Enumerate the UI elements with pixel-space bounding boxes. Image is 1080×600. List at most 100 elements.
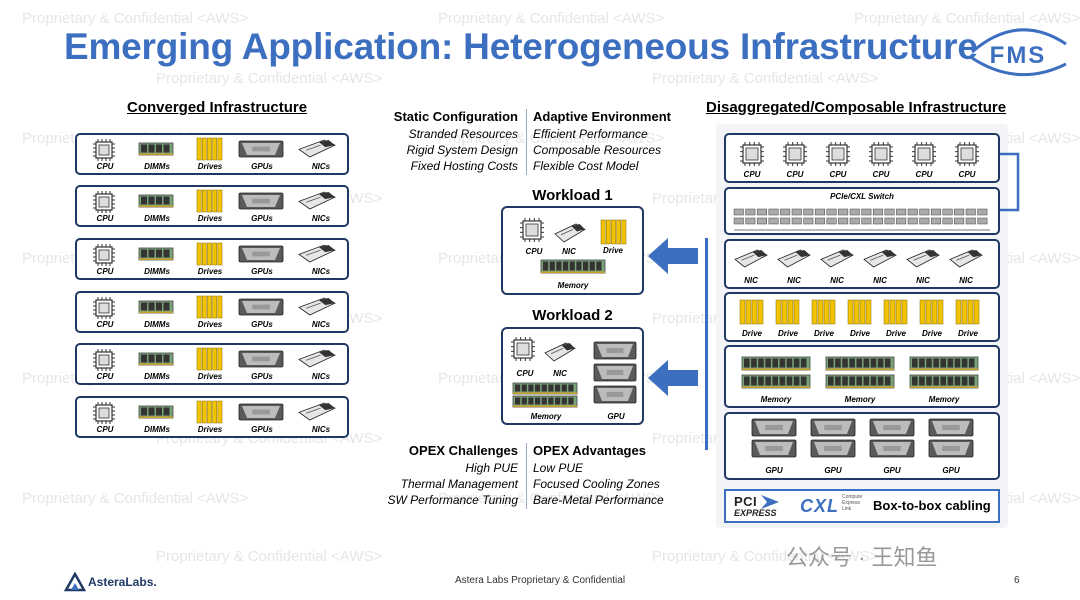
w2-memory-label: Memory (530, 412, 562, 421)
cpu-icon (93, 349, 115, 371)
memory-dimm-icon (825, 356, 895, 371)
gpu-icon (751, 439, 797, 458)
nic-icon (298, 139, 336, 158)
memory-dimm-icon (741, 356, 811, 371)
switch-port-icon (791, 217, 802, 225)
converged-label-dimms: DIMMs (144, 372, 170, 381)
drive-icon (883, 299, 908, 325)
gpu-icon (593, 363, 637, 382)
switch-port-icon (768, 217, 779, 225)
pool-drive-label: Drive (741, 329, 762, 338)
converged-label-nics: NICs (311, 267, 331, 276)
watermark-text: Proprietary & Confidential <AWS> (854, 10, 1080, 27)
memory-dimm-icon (138, 352, 174, 366)
converged-label-drives: Drives (197, 425, 223, 434)
converged-label-gpus: GPUs (251, 425, 273, 434)
gpu-icon (869, 418, 915, 437)
pci-express-logo-sub: EXPRESS (734, 508, 777, 518)
nic-icon (777, 249, 811, 268)
opex-advantage-item: Bare-Metal Performance (533, 493, 664, 507)
converged-label-dimms: DIMMs (144, 267, 170, 276)
arrow-left-icon (648, 360, 698, 396)
converged-label-dimms: DIMMs (144, 320, 170, 329)
converged-label-dimms: DIMMs (144, 214, 170, 223)
asteralabs-text: AsteraLabs. (88, 575, 157, 589)
switch-port-icon (780, 208, 791, 216)
nic-icon (906, 249, 940, 268)
pool-nic-label: NIC (744, 276, 758, 285)
nic-icon (298, 349, 336, 368)
watermark-text: Proprietary & Confidential <AWS> (652, 70, 879, 87)
opex-advantage-item: Focused Cooling Zones (533, 477, 660, 491)
memory-dimm-icon (512, 395, 578, 408)
page-number: 6 (1014, 575, 1020, 586)
pool-cpu-label: CPU (743, 170, 761, 179)
switch-port-icon (954, 217, 965, 225)
switch-port-icon (872, 217, 883, 225)
watermark-text: Proprietary & Confidential <AWS> (156, 70, 383, 87)
fms-logo-text: FMS (990, 42, 1047, 69)
cabling-label: Box-to-box cabling (873, 498, 991, 513)
converged-label-dimms: DIMMs (144, 162, 170, 171)
nic-icon (298, 244, 336, 263)
pool-drive-label: Drive (849, 329, 870, 338)
switch-port-icon (977, 217, 988, 225)
pool-drive-label: Drive (885, 329, 906, 338)
switch-port-icon (977, 208, 988, 216)
cpu-icon (783, 142, 807, 166)
opex-challenge-item: High PUE (465, 461, 518, 475)
cpu-icon (955, 142, 979, 166)
nic-icon (544, 342, 576, 362)
pool-cpu-label: CPU (786, 170, 804, 179)
cpu-icon (869, 142, 893, 166)
pool-drive-label: Drive (813, 329, 834, 338)
drive-icon (196, 347, 223, 371)
watermark-text: Proprietary & Confidential <AWS> (652, 548, 879, 565)
switch-port-icon (965, 208, 976, 216)
converged-label-cpu: CPU (96, 320, 114, 329)
gpu-icon (238, 350, 284, 368)
nic-icon (298, 297, 336, 316)
switch-port-icon (872, 208, 883, 216)
memory-dimm-icon (512, 382, 578, 395)
switch-port-icon (756, 217, 767, 225)
converged-label-cpu: CPU (96, 162, 114, 171)
arrow-left-icon (648, 238, 698, 274)
cpu-icon (520, 218, 544, 242)
switch-box: PCIe/CXL Switch (724, 187, 1000, 235)
nic-icon (820, 249, 854, 268)
connector-line (705, 238, 708, 450)
gpu-icon (751, 418, 797, 437)
switch-port-icon (884, 208, 895, 216)
converged-label-gpus: GPUs (251, 320, 273, 329)
cpu-icon (93, 402, 115, 424)
switch-port-icon (907, 217, 918, 225)
converged-label-dimms: DIMMs (144, 425, 170, 434)
connector-line (998, 152, 1020, 212)
converged-label-cpu: CPU (96, 214, 114, 223)
switch-port-icon (930, 217, 941, 225)
pool-cpu-label: CPU (958, 170, 976, 179)
gpu-icon (593, 341, 637, 360)
switch-port-icon (896, 208, 907, 216)
memory-dimm-icon (909, 356, 979, 371)
converged-label-cpu: CPU (96, 372, 114, 381)
pool-gpu-label: GPU (824, 466, 842, 475)
memory-dimm-icon (138, 194, 174, 208)
opex-divider (526, 443, 527, 509)
switch-port-icon (838, 217, 849, 225)
memory-dimm-icon (138, 142, 174, 156)
switch-port-icon (745, 217, 756, 225)
switch-port-icon (965, 217, 976, 225)
pool-memory-label: Memory (928, 395, 960, 404)
slide-title: Emerging Application: Heterogeneous Infr… (64, 26, 978, 67)
converged-label-nics: NICs (311, 320, 331, 329)
adaptive-item: Efficient Performance (533, 127, 648, 141)
converged-label-nics: NICs (311, 214, 331, 223)
memory-dimm-icon (138, 405, 174, 419)
pool-gpu-label: GPU (942, 466, 960, 475)
cpu-icon (93, 139, 115, 161)
converged-label-drives: Drives (197, 320, 223, 329)
